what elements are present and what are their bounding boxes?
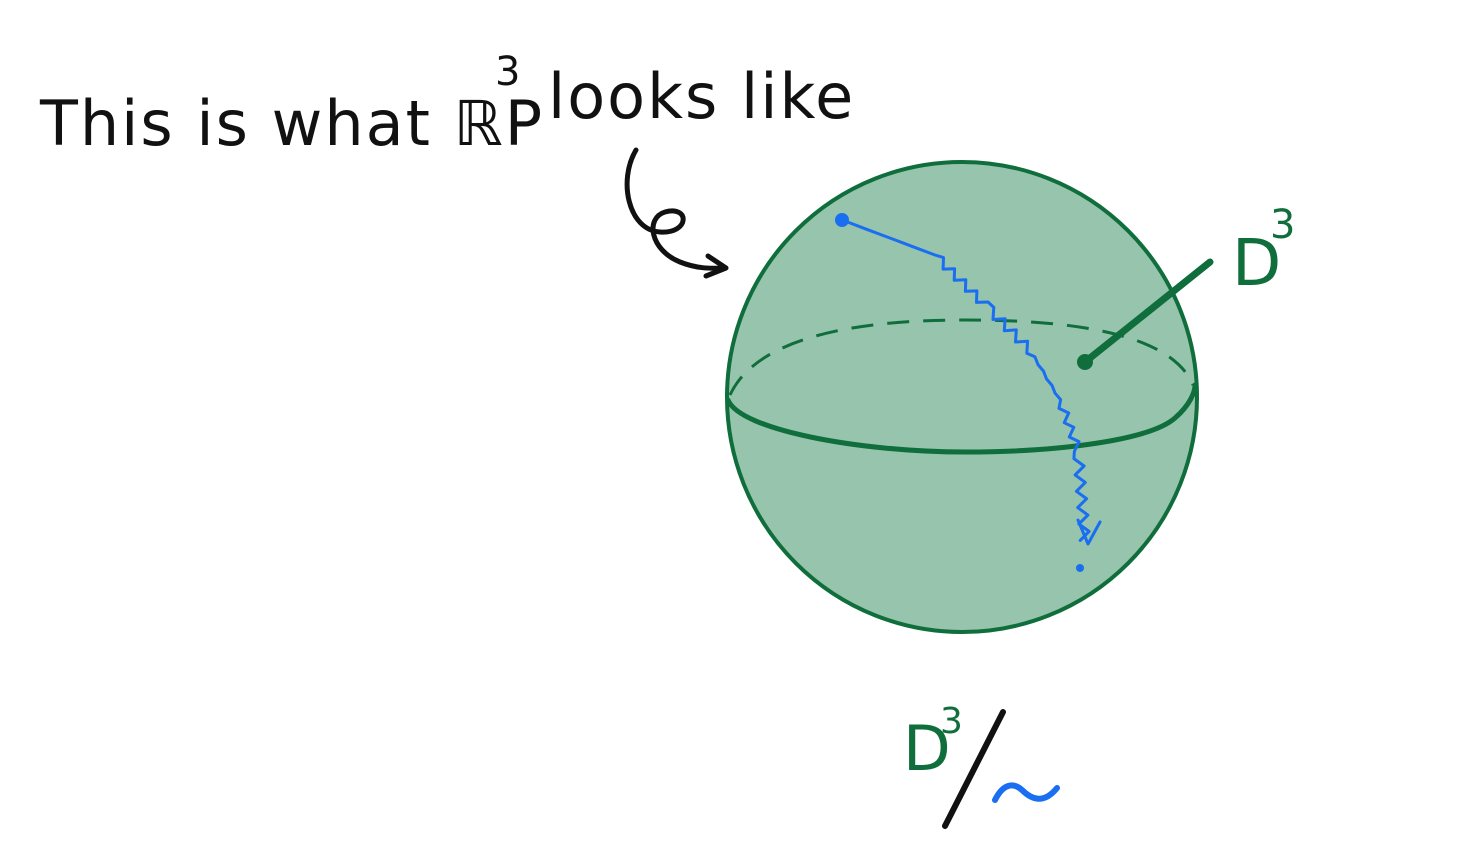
ball-label-pointer bbox=[1077, 258, 1214, 370]
equator-back-dashed bbox=[728, 318, 1195, 396]
quotient-base: D bbox=[903, 712, 951, 785]
ball-label-base: D bbox=[1232, 227, 1281, 301]
ball-sphere bbox=[725, 160, 1199, 634]
quotient-superscript: 3 bbox=[940, 701, 963, 742]
caption-superscript: 3 bbox=[495, 49, 520, 95]
caption-text: This is what ℝP bbox=[39, 87, 544, 160]
interior-point bbox=[1077, 354, 1093, 370]
quotient-label: D 3 bbox=[903, 701, 1060, 829]
ball-label: D 3 bbox=[1232, 202, 1295, 301]
wavy-path-line bbox=[840, 218, 1091, 542]
path-arrowhead-icon bbox=[1076, 518, 1102, 546]
caption: This is what ℝP 3 looks like bbox=[39, 49, 855, 160]
pointer-arrowhead-icon bbox=[703, 253, 729, 279]
caption-suffix: looks like bbox=[548, 60, 855, 133]
path-end-point bbox=[1076, 564, 1084, 572]
tilde-icon bbox=[992, 782, 1060, 803]
ball bbox=[725, 160, 1199, 634]
equator-front bbox=[725, 382, 1198, 455]
ball-label-superscript: 3 bbox=[1270, 202, 1295, 248]
pointer-arrow-curve bbox=[624, 147, 728, 271]
identification-path bbox=[835, 213, 1102, 572]
pointer-arrow bbox=[624, 147, 729, 279]
quotient-slash bbox=[942, 709, 1006, 829]
ball-label-line bbox=[1081, 258, 1214, 366]
